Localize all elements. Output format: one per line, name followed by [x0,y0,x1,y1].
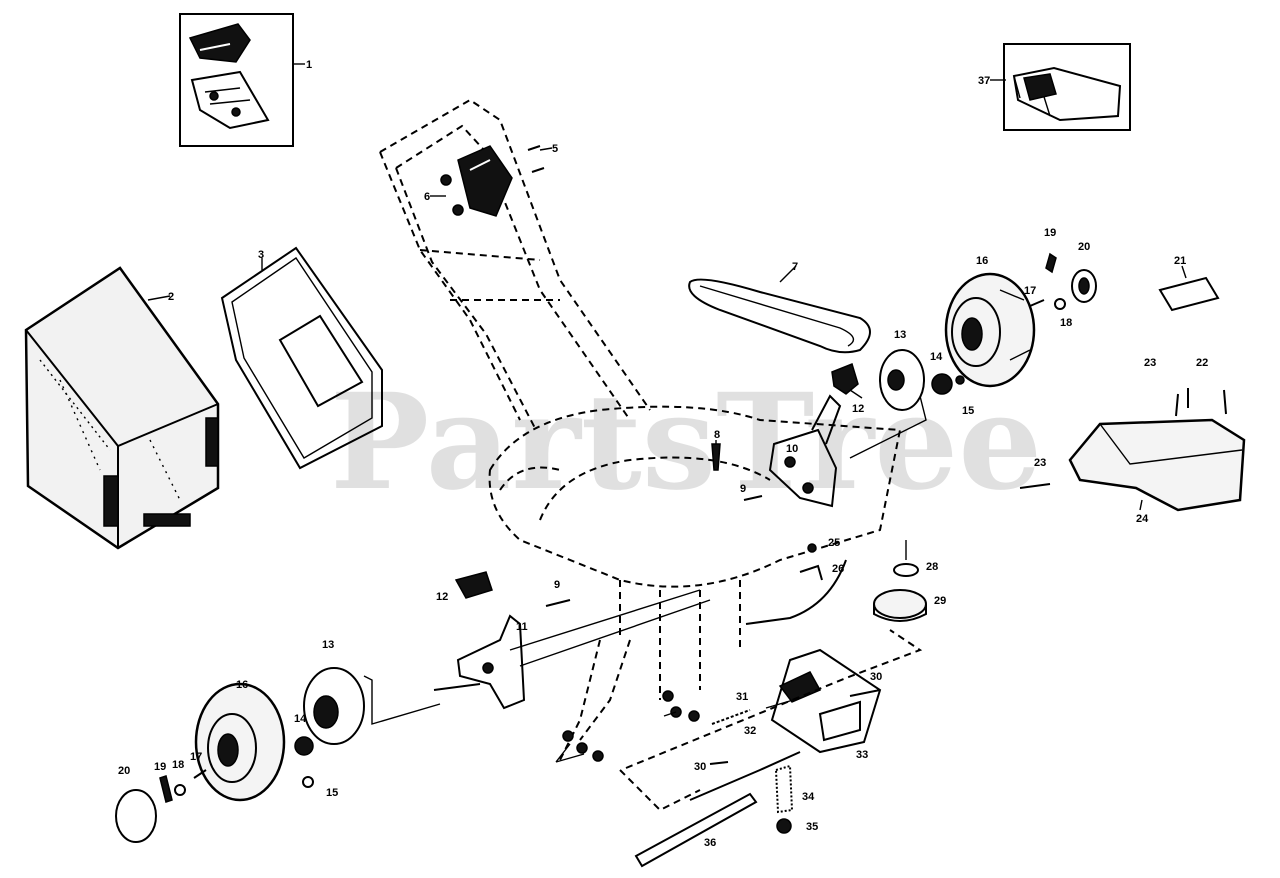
callout-17-left: 17 [190,751,202,763]
callout-7: 7 [792,261,798,273]
callout-5: 5 [552,143,558,155]
callout-3: 3 [258,249,264,261]
callout-34: 34 [802,791,815,803]
cable-assembly [745,540,927,625]
left-drive-bracket [433,571,711,710]
bag-frame [220,246,383,470]
callout-36: 36 [704,837,716,849]
callout-26: 26 [832,563,844,575]
callout-15-left: 15 [326,787,338,799]
callout-2: 2 [168,291,174,303]
callout-22: 22 [1196,357,1208,369]
handle-control [430,145,553,217]
callout-23-lower: 23 [1034,457,1046,469]
callout-10: 10 [786,443,798,455]
callout-9-lower: 9 [554,579,560,591]
callout-28: 28 [926,561,938,573]
callout-24: 24 [1136,513,1149,525]
callout-20-left: 20 [118,765,130,777]
drive-belt [688,265,871,354]
callout-17-right: 17 [1024,285,1036,297]
callout-13-right: 13 [894,329,906,341]
callout-6: 6 [424,191,430,203]
deck-outline [488,405,902,761]
gearbox-assembly [619,629,923,868]
callout-8: 8 [714,429,720,441]
callout-30-upper: 30 [870,671,882,683]
callout-13-left: 13 [322,639,334,651]
callout-37: 37 [978,75,990,87]
grass-bag [24,266,220,550]
callout-30-lower: 30 [694,761,706,773]
callout-19-right: 19 [1044,227,1056,239]
inset-rear-shield [990,43,1131,131]
callout-1: 1 [306,59,312,71]
fastener-group [555,690,700,763]
callout-32: 32 [744,725,756,737]
right-drive-assembly [849,349,965,459]
callout-9-upper: 9 [740,483,746,495]
callout-14-left: 14 [294,713,307,725]
callout-31: 31 [736,691,748,703]
left-drive-pulley [303,667,441,745]
callout-21: 21 [1174,255,1186,267]
callout-12-right: 12 [852,403,864,415]
callout-11: 11 [516,621,528,633]
callout-29: 29 [934,595,946,607]
rear-chute [1019,388,1246,512]
left-wheel [115,682,314,843]
right-wheel [944,252,1097,388]
callout-23-upper: 23 [1144,357,1156,369]
callout-20-right: 20 [1078,241,1090,253]
label-plate [1158,265,1220,312]
callout-25: 25 [828,537,840,549]
callout-16-right: 16 [976,255,988,267]
callout-19-left: 19 [154,761,166,773]
callout-35: 35 [806,821,818,833]
callout-12-left: 12 [436,591,448,603]
callout-14-right: 14 [930,351,943,363]
drive-bracket [711,362,863,508]
callout-33: 33 [856,749,868,761]
callout-16-left: 16 [236,679,248,691]
callout-15-right: 15 [962,405,974,417]
inset-handle-detail [179,13,305,147]
callout-18-left: 18 [172,759,184,771]
callout-18-right: 18 [1060,317,1072,329]
